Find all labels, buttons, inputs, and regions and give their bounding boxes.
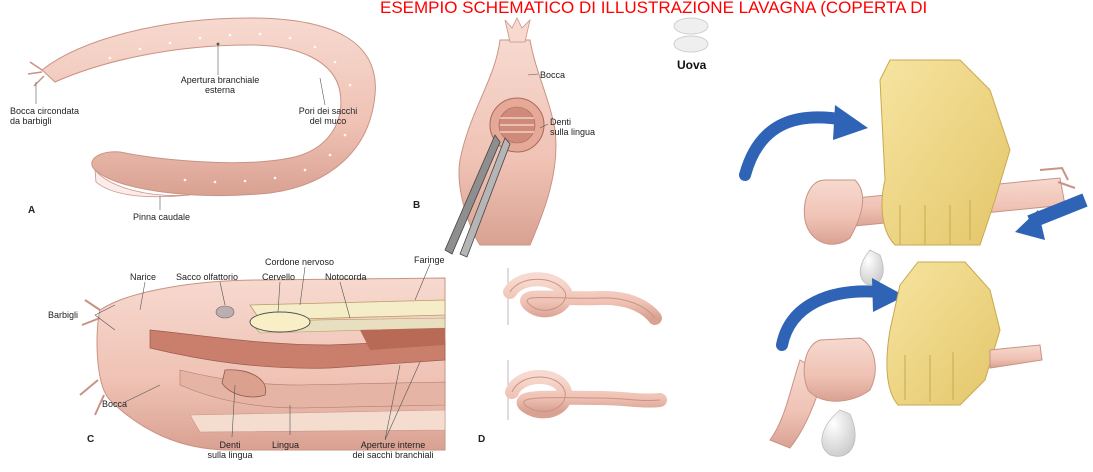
eggs-icon [674, 18, 708, 52]
panel-d-knot-sequence [508, 268, 660, 420]
label-notochord: Notocorda [325, 272, 367, 282]
label-caudal-fin: Pinna caudale [133, 212, 190, 222]
label-olfactory-sac: Sacco olfattorio [176, 272, 238, 282]
panel-b-head-ventral [445, 18, 556, 257]
panel-label-c: C [87, 434, 94, 445]
eggs-label: Uova [677, 58, 706, 72]
label-brain: Cervello [262, 272, 295, 282]
panel-c-sagittal-section [80, 264, 445, 450]
panel-label-b: B [413, 200, 420, 211]
label-nostril: Narice [130, 272, 156, 282]
panel-label-d: D [478, 434, 485, 445]
glove-hold-top [745, 60, 1085, 285]
label-barbels: Barbigli [48, 310, 78, 320]
label-tongue: Lingua [272, 440, 299, 450]
label-c-mouth: Bocca [102, 399, 127, 409]
page-title: ESEMPIO SCHEMATICO DI ILLUSTRAZIONE LAVA… [380, 0, 927, 18]
glove-hold-bottom [770, 262, 1042, 456]
label-b-mouth: Bocca [540, 70, 565, 80]
panel-label-a: A [28, 205, 35, 216]
label-nerve-cord: Cordone nervoso [265, 257, 334, 267]
label-pharynx: Faringe [414, 255, 445, 265]
